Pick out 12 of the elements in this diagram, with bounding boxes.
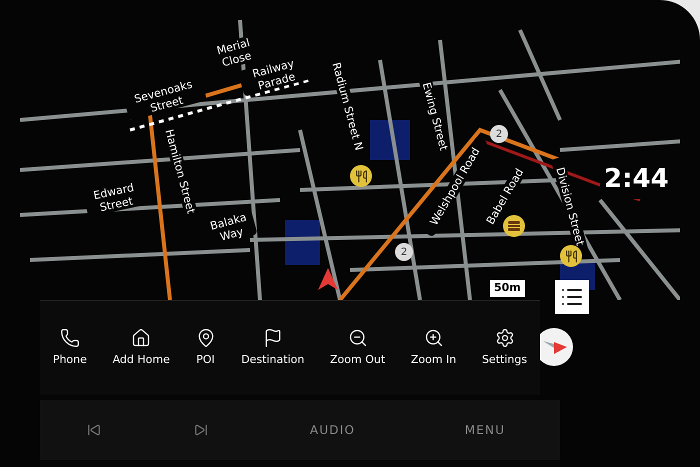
nav-button: Destination xyxy=(237,328,308,368)
nav-button: Zoom Out xyxy=(326,328,390,368)
nav-button: POI xyxy=(192,328,220,368)
nav-button: Zoom In xyxy=(406,328,460,368)
hardware-button: MENU xyxy=(456,421,514,439)
nav-button: Add Home xyxy=(108,328,174,368)
route-marker: 2 xyxy=(395,243,413,261)
map-scale: 50m xyxy=(490,280,525,298)
nav-button: Settings xyxy=(478,328,532,368)
nav-button: Phone xyxy=(48,328,91,368)
route-marker: 2 xyxy=(490,125,508,143)
hardware-button: AUDIO xyxy=(302,421,364,439)
